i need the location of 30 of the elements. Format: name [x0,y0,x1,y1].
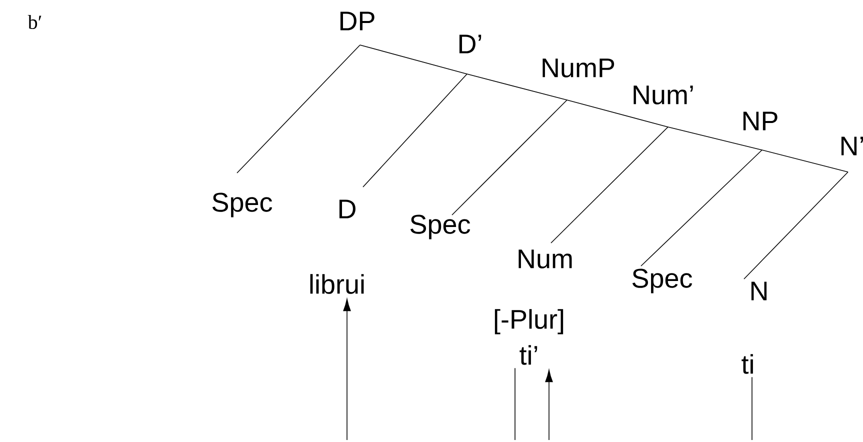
example-label: b′ [28,14,42,30]
word-label: librui [310,274,364,294]
node-label: Spec [410,214,470,240]
tree-branch [466,74,568,100]
tree-branch [550,126,668,244]
trace-line [514,368,516,440]
tree-branch [236,44,360,174]
word-label: [-Plur] ti’ [494,309,564,365]
node-label: DP [340,12,374,30]
tree-branch [640,150,762,266]
node-label: Num’ [634,86,693,104]
node-label: D [339,200,356,218]
tree-branch [566,100,668,128]
tree-branch [452,100,568,216]
tree-branch [668,126,762,150]
movement-arrow [343,298,351,440]
node-label: Spec [212,192,272,218]
word-label: ti [742,354,753,374]
tree-branch [762,150,848,172]
node-label: N’ [841,136,863,156]
movement-arrow [545,370,553,440]
tree-branch [744,172,848,280]
node-label: NumP [542,58,614,78]
node-label: NP [743,112,778,130]
tree-branch [362,74,468,188]
node-label: Spec [632,268,692,294]
tree-branch [360,44,468,74]
node-label: N [751,282,767,300]
node-label: Num [518,250,572,268]
node-label: D’ [459,34,482,54]
